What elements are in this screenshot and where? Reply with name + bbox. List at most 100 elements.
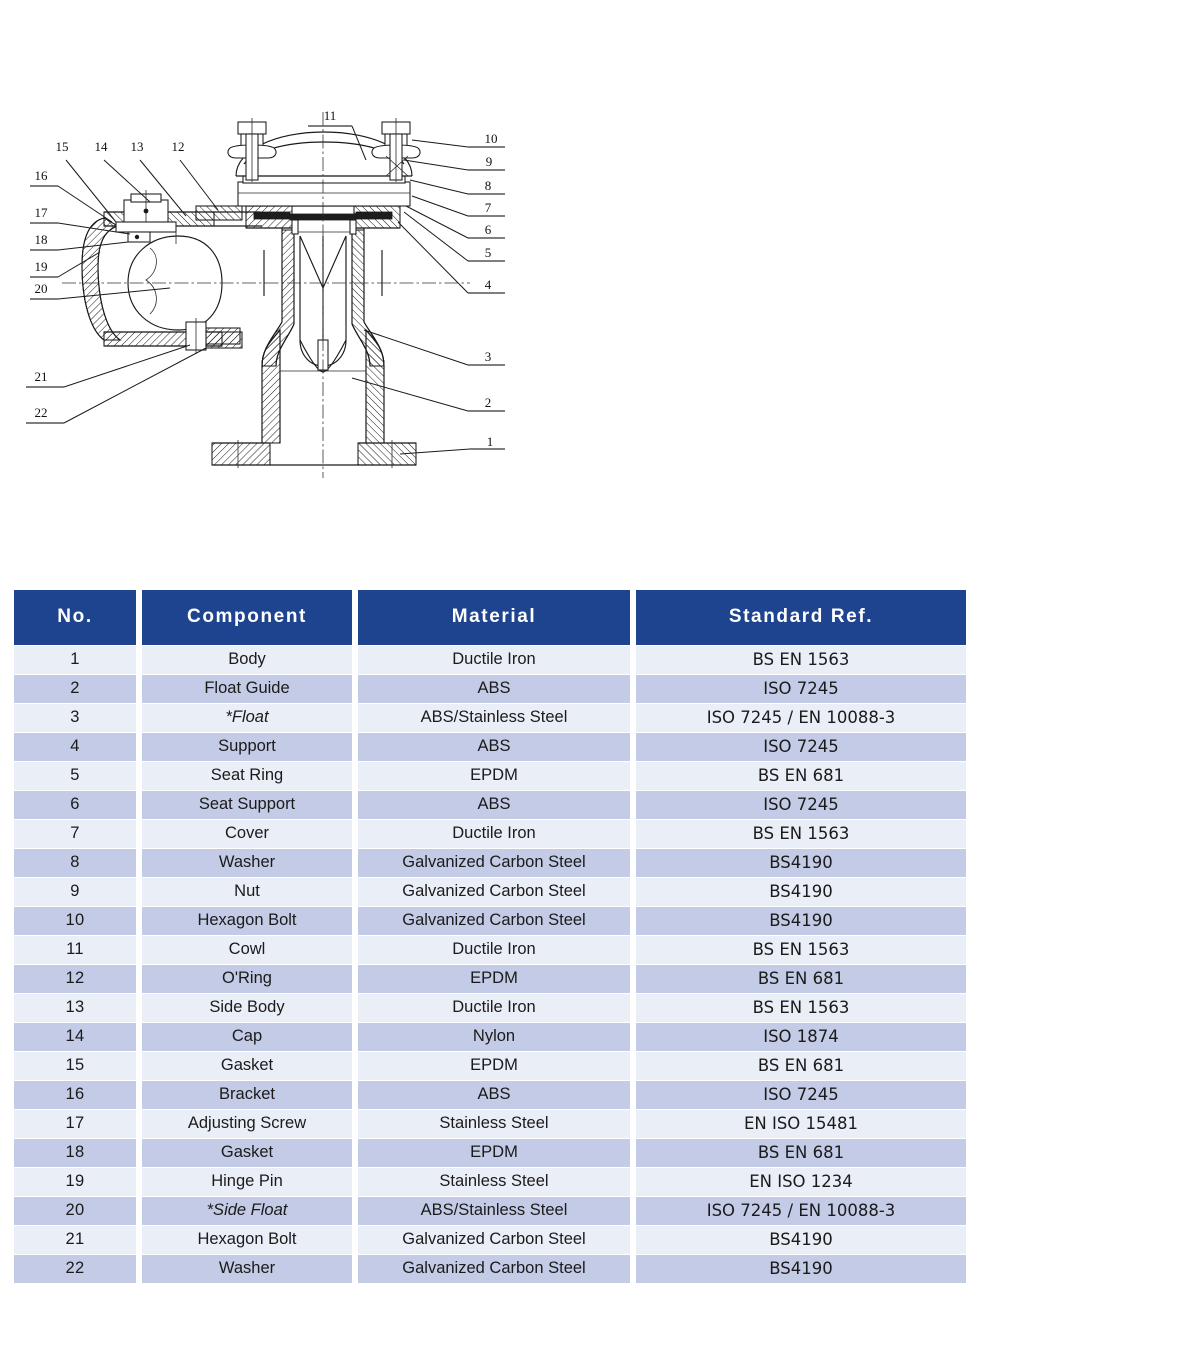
callout-number-11: 11 xyxy=(324,108,337,123)
cell-standard: ISO 7245 / EN 10088-3 xyxy=(636,704,966,732)
cell-standard: BS EN 1563 xyxy=(636,820,966,848)
cell-component: Body xyxy=(142,646,352,674)
leader-lines-left xyxy=(30,185,171,300)
callout-number-8: 8 xyxy=(485,178,492,193)
cell-no: 7 xyxy=(14,820,136,848)
cell-component: Seat Support xyxy=(142,791,352,819)
callout-number-3: 3 xyxy=(485,349,492,364)
leader-line-11 xyxy=(308,125,367,161)
cell-no: 20 xyxy=(14,1197,136,1225)
cell-component: *Float xyxy=(142,704,352,732)
cover-bolt-left xyxy=(227,118,277,182)
cell-material: Stainless Steel xyxy=(358,1168,630,1196)
cell-standard: EN ISO 15481 xyxy=(636,1110,966,1138)
cell-standard: BS4190 xyxy=(636,1226,966,1254)
callout-number-9: 9 xyxy=(486,154,493,169)
cell-no: 17 xyxy=(14,1110,136,1138)
column-header-component: Component xyxy=(142,590,352,645)
leader-lines-top-left xyxy=(65,159,219,223)
cell-component: Washer xyxy=(142,849,352,877)
cell-standard: ISO 7245 xyxy=(636,675,966,703)
cell-no: 8 xyxy=(14,849,136,877)
callout-number-19: 19 xyxy=(35,259,48,274)
cell-no: 15 xyxy=(14,1052,136,1080)
cell-no: 1 xyxy=(14,646,136,674)
cell-component: Bracket xyxy=(142,1081,352,1109)
callout-number-15: 15 xyxy=(56,139,69,154)
cell-standard: BS4190 xyxy=(636,907,966,935)
cell-component: Nut xyxy=(142,878,352,906)
callout-number-18: 18 xyxy=(35,232,48,247)
cell-material: Galvanized Carbon Steel xyxy=(358,1255,630,1283)
cell-no: 2 xyxy=(14,675,136,703)
cell-no: 5 xyxy=(14,762,136,790)
cell-no: 14 xyxy=(14,1023,136,1051)
cell-standard: BS4190 xyxy=(636,849,966,877)
cell-component: Hinge Pin xyxy=(142,1168,352,1196)
cell-no: 16 xyxy=(14,1081,136,1109)
cell-component: Cover xyxy=(142,820,352,848)
cell-component: Hexagon Bolt xyxy=(142,1226,352,1254)
cell-standard: BS EN 1563 xyxy=(636,646,966,674)
cell-standard: ISO 7245 xyxy=(636,791,966,819)
cell-material: Galvanized Carbon Steel xyxy=(358,878,630,906)
cell-material: Galvanized Carbon Steel xyxy=(358,849,630,877)
cell-material: Ductile Iron xyxy=(358,646,630,674)
leader-lines-right xyxy=(351,139,505,455)
cell-component: Side Body xyxy=(142,994,352,1022)
cell-component: Gasket xyxy=(142,1052,352,1080)
cell-material: Ductile Iron xyxy=(358,994,630,1022)
cell-no: 18 xyxy=(14,1139,136,1167)
cell-standard: BS EN 681 xyxy=(636,1052,966,1080)
cell-material: Ductile Iron xyxy=(358,936,630,964)
cell-no: 13 xyxy=(14,994,136,1022)
cover-bolt-right xyxy=(371,118,421,182)
cell-material: Ductile Iron xyxy=(358,820,630,848)
cell-no: 12 xyxy=(14,965,136,993)
cell-component: Washer xyxy=(142,1255,352,1283)
callout-number-13: 13 xyxy=(131,139,144,154)
cell-standard: BS EN 681 xyxy=(636,965,966,993)
cell-component: *Side Float xyxy=(142,1197,352,1225)
callout-number-22: 22 xyxy=(35,405,48,420)
cell-no: 6 xyxy=(14,791,136,819)
cell-component: Gasket xyxy=(142,1139,352,1167)
callout-number-2: 2 xyxy=(485,395,492,410)
cell-material: EPDM xyxy=(358,1052,630,1080)
cell-standard: BS4190 xyxy=(636,1255,966,1283)
cell-material: ABS xyxy=(358,675,630,703)
callout-number-7: 7 xyxy=(485,200,492,215)
cell-standard: ISO 1874 xyxy=(636,1023,966,1051)
cell-material: ABS xyxy=(358,791,630,819)
cell-no: 21 xyxy=(14,1226,136,1254)
cell-standard: BS EN 1563 xyxy=(636,994,966,1022)
cell-component: Float Guide xyxy=(142,675,352,703)
cell-material: Stainless Steel xyxy=(358,1110,630,1138)
cover-seat-assembly xyxy=(237,175,411,235)
cell-no: 22 xyxy=(14,1255,136,1283)
cell-material: EPDM xyxy=(358,965,630,993)
cell-no: 3 xyxy=(14,704,136,732)
body-flange xyxy=(211,440,417,468)
cell-no: 4 xyxy=(14,733,136,761)
callout-number-12: 12 xyxy=(172,139,185,154)
cell-material: ABS/Stainless Steel xyxy=(358,704,630,732)
leader-lines-bottom-left xyxy=(26,344,207,424)
